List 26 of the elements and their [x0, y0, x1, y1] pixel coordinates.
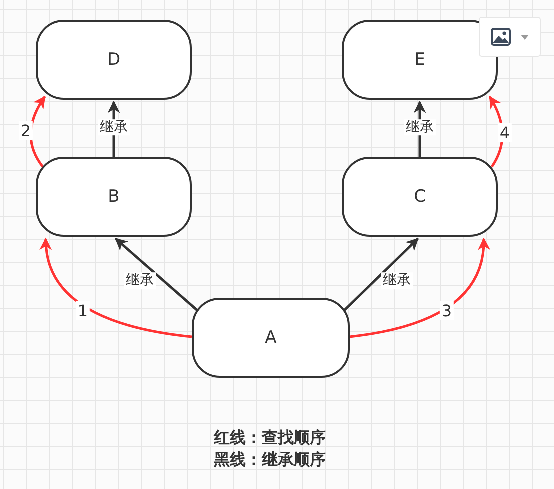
arrow — [115, 238, 199, 312]
edge-label: 继承 — [124, 272, 156, 290]
note-text: 黑线：继承顺序 — [213, 450, 327, 471]
edge-label: 3 — [440, 301, 454, 321]
node-label: D — [107, 50, 121, 70]
edge-label: 1 — [76, 301, 90, 321]
arrow — [350, 238, 490, 338]
node-label: E — [414, 50, 426, 70]
node-label: C — [414, 187, 426, 207]
arrow — [343, 238, 419, 312]
rounded-box — [36, 20, 192, 100]
rounded-box — [342, 20, 498, 100]
rounded-box — [192, 298, 350, 378]
rounded-box — [342, 157, 498, 237]
node-label: A — [265, 328, 277, 348]
edge-label: 继承 — [381, 272, 413, 290]
edge-label: 继承 — [98, 119, 130, 136]
node-label: B — [108, 187, 120, 207]
rounded-box — [36, 157, 192, 237]
edge-label: 2 — [18, 121, 34, 141]
arrow — [40, 238, 192, 338]
arrow — [30, 96, 46, 168]
note-text: 红线：查找顺序 — [212, 428, 327, 449]
edge-label: 4 — [498, 123, 512, 143]
edge-label: 继承 — [404, 119, 436, 136]
arrow — [488, 96, 504, 168]
